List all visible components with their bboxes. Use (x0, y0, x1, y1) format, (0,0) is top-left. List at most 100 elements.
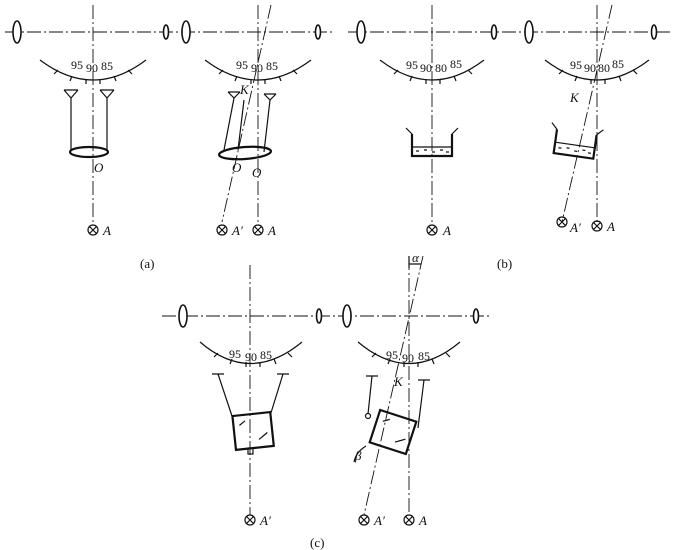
scale-ticks (213, 352, 293, 367)
mark-label: A′ (259, 513, 271, 528)
panel-caption: (b) (497, 256, 512, 271)
scale-label: 80 (598, 61, 610, 75)
scale-label: 85 (612, 57, 624, 71)
mark-label: A (418, 513, 427, 528)
scale-label: 85 (418, 349, 430, 363)
liquid-hatch (416, 149, 449, 153)
tilted-prism-block (368, 408, 418, 456)
scale-label: 90 (245, 350, 257, 364)
prism-block (231, 410, 275, 452)
suspension-wire (367, 375, 373, 415)
scale-label: 80 (435, 61, 447, 75)
scale-label: 90 (402, 351, 414, 365)
suspension-wire (417, 379, 425, 429)
lens (162, 24, 170, 40)
scale-label: 95 (229, 347, 241, 361)
lens (178, 304, 188, 328)
frame-hook (99, 89, 115, 99)
mark-label: A′ (373, 513, 385, 528)
mark-label: A (606, 219, 615, 234)
scale-label: 90 (584, 61, 596, 75)
lens (12, 20, 22, 44)
lens (472, 308, 480, 324)
lens (315, 308, 323, 324)
scale-label: 90 (420, 61, 432, 75)
container-lip (405, 127, 459, 135)
scale-ticks (218, 69, 298, 84)
scale-arc (357, 341, 461, 365)
beta-label: β (354, 448, 362, 463)
tilted-container (551, 122, 604, 160)
panel-a: 95 90 85 O A 95 90 85 K O O (5, 4, 335, 271)
scale-label: 90 (86, 61, 98, 75)
scale-label: 95 (236, 58, 248, 72)
target-mark-icon (87, 224, 99, 236)
alpha-arc (408, 256, 421, 268)
suspension-wire (217, 373, 233, 417)
prism-stub (247, 447, 254, 455)
pivot-dot (364, 412, 372, 420)
scale-label: 85 (450, 57, 462, 71)
frame-rod (237, 99, 245, 151)
target-mark-icon (252, 224, 264, 236)
scale-label: 90 (251, 61, 263, 75)
scale-label: 85 (266, 59, 278, 73)
target-mark-icon (358, 514, 370, 526)
scale-label: 95 (386, 348, 398, 362)
scale-ticks (558, 69, 638, 84)
lens (356, 20, 366, 44)
scale-label: 85 (101, 59, 113, 73)
scale-label: 95 (570, 58, 582, 72)
mark-label: A′ (231, 223, 243, 238)
lens (650, 24, 658, 40)
tilted-axis (221, 4, 272, 223)
panel-c: 95 90 85 A′ α 95 90 85 K (162, 250, 492, 550)
mark-label: A (102, 223, 111, 238)
pivot-label: O (232, 160, 242, 175)
pivot-label: O (252, 165, 262, 180)
frame-hook (263, 93, 277, 101)
beta-arc (353, 445, 367, 463)
k-label: K (569, 90, 580, 105)
ring (68, 145, 110, 159)
mark-label: A (442, 223, 451, 238)
target-mark-icon (244, 514, 256, 526)
alpha-label: α (412, 250, 420, 265)
scale-arc (204, 59, 312, 81)
mark-label: A (267, 223, 276, 238)
scale-label: 85 (260, 348, 272, 362)
lens (181, 20, 191, 44)
panel-caption: (c) (310, 535, 324, 550)
frame-rod (223, 97, 235, 151)
target-mark-icon (403, 514, 415, 526)
target-mark-icon (556, 216, 568, 228)
scale-label: 95 (71, 58, 83, 72)
suspension-hook (366, 375, 430, 381)
scale-ticks (393, 69, 473, 84)
tilted-axis (363, 255, 424, 516)
scale-label: 95 (406, 58, 418, 72)
target-mark-icon (591, 220, 603, 232)
suspension-wire (269, 373, 284, 417)
lens (342, 304, 352, 328)
k-label: K (239, 82, 250, 97)
scale-arc (199, 341, 303, 365)
frame-rod (263, 99, 271, 153)
scale-ticks (371, 352, 451, 367)
lens (314, 24, 322, 40)
scale-arc (544, 59, 650, 81)
scale-ticks (53, 69, 133, 84)
k-label: K (393, 374, 404, 389)
scale-arc (39, 59, 147, 81)
target-mark-icon (426, 224, 438, 236)
frame-hook (227, 91, 241, 99)
target-mark-icon (216, 224, 228, 236)
panel-caption: (a) (140, 256, 154, 271)
lens (490, 24, 498, 40)
tilted-axis (561, 4, 613, 223)
ring (217, 145, 273, 161)
pivot-label: O (94, 160, 104, 175)
liquid-container (410, 134, 454, 158)
